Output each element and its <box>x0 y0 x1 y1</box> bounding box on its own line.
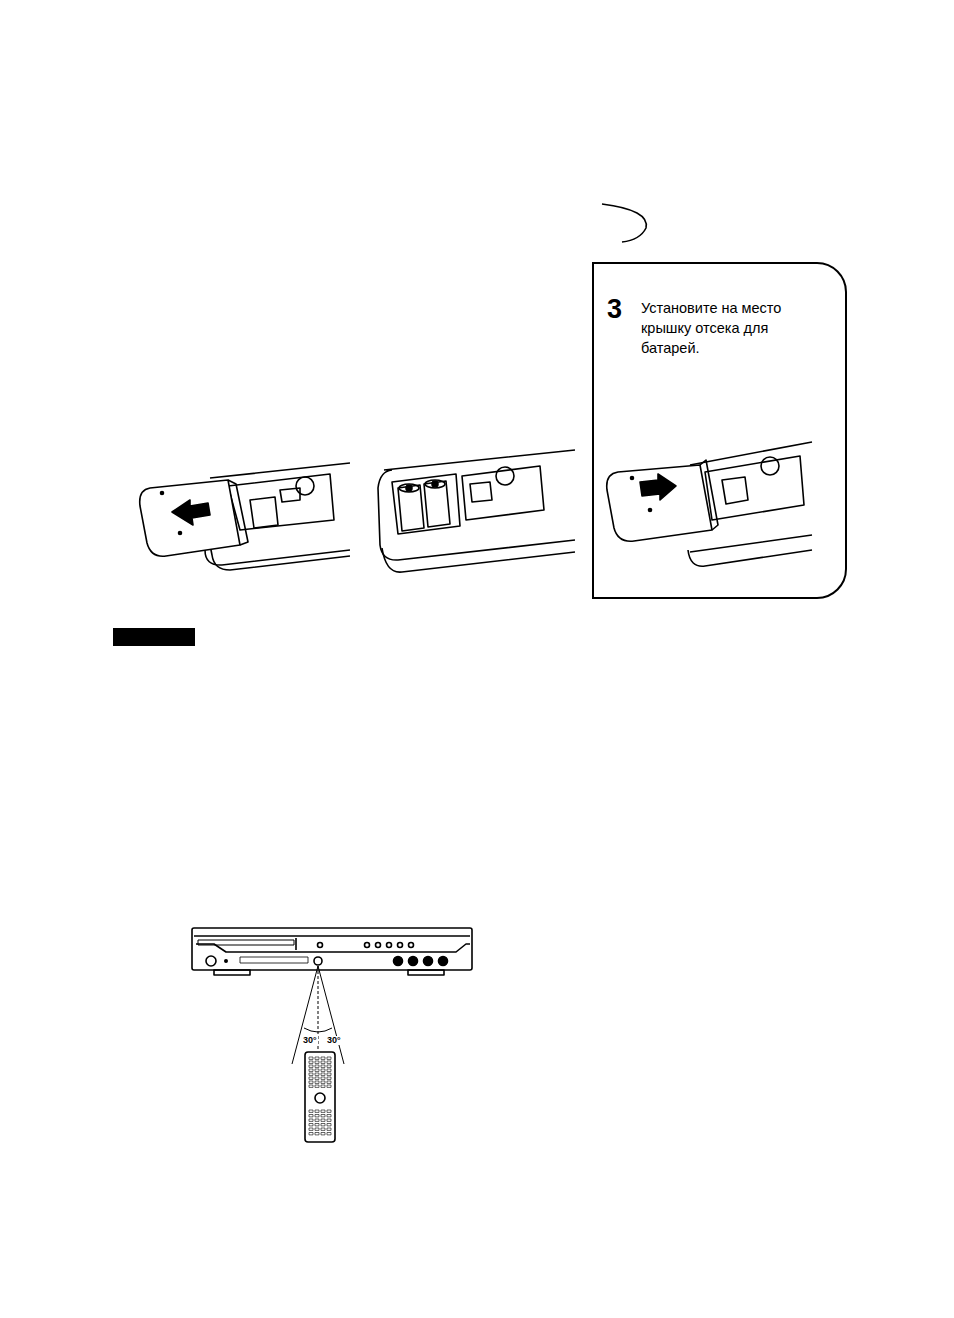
remote-key <box>309 1119 313 1121</box>
remote-key <box>321 1119 325 1121</box>
remote-key <box>315 1061 319 1063</box>
remote-key <box>321 1065 325 1067</box>
remote-key <box>315 1115 319 1117</box>
remote-key <box>321 1124 325 1126</box>
remote-key <box>309 1128 313 1130</box>
remote-key <box>321 1069 325 1071</box>
remote-key <box>327 1077 331 1079</box>
step-box: 3 Установите на место крышку отсека для б… <box>592 262 847 599</box>
note-bar <box>113 628 195 646</box>
remote-key <box>327 1085 331 1087</box>
remote-key <box>309 1133 313 1135</box>
remote-key <box>315 1065 319 1067</box>
remote-key <box>315 1069 319 1071</box>
angle-label: 30° <box>326 1036 342 1045</box>
remote-key <box>309 1061 313 1063</box>
remote-key <box>327 1069 331 1071</box>
remote-key <box>315 1110 319 1112</box>
remote-key <box>321 1073 325 1075</box>
remote-key <box>315 1077 319 1079</box>
remote-key <box>315 1073 319 1075</box>
remote-opening <box>140 463 350 570</box>
remote-key <box>309 1057 313 1059</box>
instruction-text: Установите на место крышку отсека для ба… <box>641 298 813 358</box>
remote-key <box>327 1057 331 1059</box>
ir-angle <box>292 966 344 1064</box>
remote-key <box>327 1119 331 1121</box>
remote-key <box>315 1124 319 1126</box>
remote-key <box>315 1119 319 1121</box>
remote-closing <box>607 442 812 566</box>
remote-key <box>321 1085 325 1087</box>
remote-key <box>309 1085 313 1087</box>
remote-key <box>315 1081 319 1083</box>
remote-key <box>321 1061 325 1063</box>
remote-key <box>309 1124 313 1126</box>
remote-key <box>315 1128 319 1130</box>
remote-key <box>309 1073 313 1075</box>
remote-key <box>309 1069 313 1071</box>
remote-key <box>309 1077 313 1079</box>
remote-key <box>327 1128 331 1130</box>
remote-key <box>327 1061 331 1063</box>
remote-key <box>321 1077 325 1079</box>
step-number: 3 <box>607 296 622 323</box>
remote-key <box>327 1073 331 1075</box>
remote-key <box>315 1133 319 1135</box>
remote-key <box>315 1057 319 1059</box>
remote-key <box>327 1124 331 1126</box>
dvd-player <box>192 928 472 975</box>
remote-key <box>327 1081 331 1083</box>
remote-control <box>305 1052 335 1142</box>
arc-mark <box>602 204 646 242</box>
remote-key <box>321 1115 325 1117</box>
remote-key <box>327 1133 331 1135</box>
remote-batteries <box>378 450 575 572</box>
remote-key <box>327 1110 331 1112</box>
remote-key <box>327 1065 331 1067</box>
remote-key <box>309 1065 313 1067</box>
remote-key <box>321 1057 325 1059</box>
remote-key <box>321 1081 325 1083</box>
remote-key <box>315 1085 319 1087</box>
remote-key <box>309 1081 313 1083</box>
angle-label: 30° <box>302 1036 318 1045</box>
remote-key <box>321 1128 325 1130</box>
remote-key <box>327 1115 331 1117</box>
remote-key <box>309 1115 313 1117</box>
remote-key <box>309 1110 313 1112</box>
remote-key <box>321 1110 325 1112</box>
remote-key <box>321 1133 325 1135</box>
